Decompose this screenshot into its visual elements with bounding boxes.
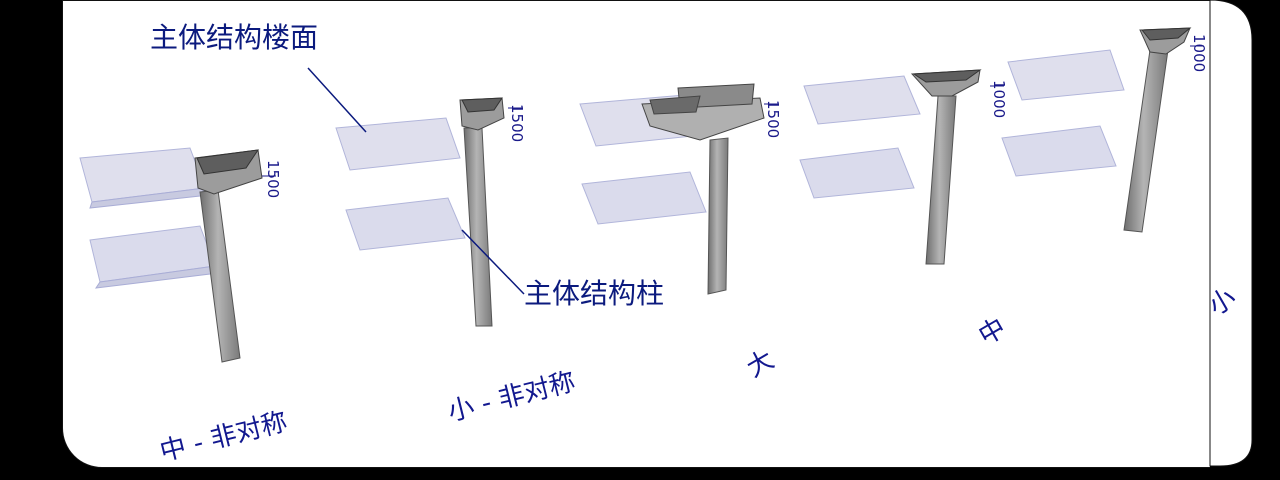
floor-slab bbox=[94, 265, 216, 289]
column-shaft bbox=[707, 137, 729, 295]
floor-slab bbox=[803, 75, 921, 125]
column-head-top bbox=[912, 69, 982, 83]
dimension-label: 1500 bbox=[508, 104, 526, 143]
column-shaft bbox=[463, 127, 493, 327]
dimension-label: 1000 bbox=[1190, 34, 1208, 73]
variant-5-slabs bbox=[1001, 49, 1125, 177]
variant-1-column bbox=[194, 149, 263, 363]
column-callout-label: 主体结构柱 bbox=[524, 277, 665, 310]
floor-slab bbox=[1001, 125, 1117, 177]
variant-2-slabs bbox=[335, 117, 466, 251]
variant-3-column bbox=[641, 83, 765, 295]
column-callout-leader bbox=[461, 229, 525, 295]
column-shaft bbox=[925, 95, 957, 265]
floor-slab bbox=[581, 171, 707, 225]
variant-5-column bbox=[1123, 27, 1192, 233]
column-head-top bbox=[1140, 27, 1192, 41]
floor-slab bbox=[335, 117, 461, 171]
column-head-top bbox=[649, 95, 701, 115]
dimension-label: 1000 bbox=[990, 80, 1008, 119]
column-head-top bbox=[196, 149, 260, 175]
dimension-label: 1500 bbox=[264, 160, 282, 199]
variant-1-slabs bbox=[79, 147, 216, 289]
dimension-label: 1500 bbox=[764, 100, 782, 139]
variant-4-slabs bbox=[799, 75, 921, 199]
canvas-right-edge bbox=[1209, 0, 1253, 467]
column-shaft bbox=[1123, 49, 1169, 233]
column-shaft bbox=[199, 189, 241, 363]
floor-slab bbox=[799, 147, 915, 199]
floor-slab bbox=[89, 187, 206, 209]
floor-slab bbox=[1007, 49, 1125, 101]
variant-4-column bbox=[910, 69, 982, 265]
column-head-top bbox=[461, 97, 503, 113]
variant-2-column bbox=[459, 97, 505, 327]
floor-callout-leader bbox=[307, 67, 367, 133]
floor-callout-label: 主体结构楼面 bbox=[150, 21, 319, 54]
floor-slab bbox=[345, 197, 466, 251]
